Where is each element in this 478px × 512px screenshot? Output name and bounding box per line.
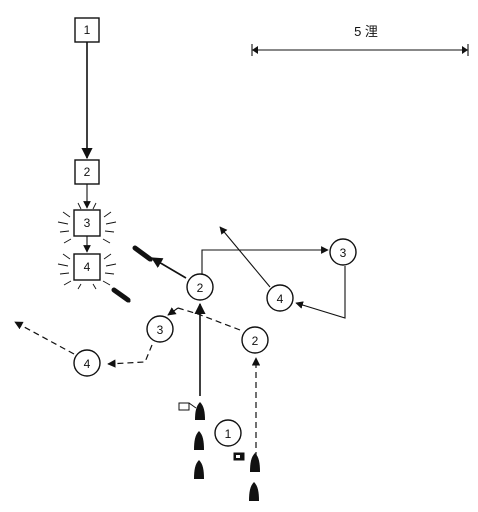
box-3: 3 xyxy=(73,209,101,237)
explosion-burst xyxy=(57,202,117,290)
dashed-position-3: 3 xyxy=(146,315,174,343)
box-2: 2 xyxy=(74,159,100,185)
svg-text:4: 4 xyxy=(84,260,91,274)
svg-text:3: 3 xyxy=(84,216,91,230)
svg-text:3: 3 xyxy=(340,246,347,260)
torpedo-icon xyxy=(132,245,153,262)
ship-icon xyxy=(194,460,204,479)
solid-position-3: 3 xyxy=(329,238,357,266)
box-track: 1 2 3 4 xyxy=(57,17,117,290)
dashed-position-1: 1 xyxy=(214,419,242,447)
svg-text:1: 1 xyxy=(84,23,91,37)
svg-text:4: 4 xyxy=(277,292,284,306)
flag-icon xyxy=(178,402,197,411)
svg-text:2: 2 xyxy=(252,334,259,348)
ship-icon xyxy=(195,402,205,420)
ship-icon xyxy=(194,431,204,450)
box-1: 1 xyxy=(74,17,100,43)
scale-bar: 5 浬 xyxy=(251,24,469,56)
dashed-track xyxy=(14,307,261,458)
dashed-position-4: 4 xyxy=(73,349,101,377)
solid-position-2: 2 xyxy=(186,273,214,301)
box-4: 4 xyxy=(73,253,101,281)
svg-text:2: 2 xyxy=(84,165,91,179)
ship-icon xyxy=(249,482,259,501)
solid-track xyxy=(151,226,346,396)
scale-label: 5 浬 xyxy=(354,24,378,39)
svg-text:4: 4 xyxy=(84,357,91,371)
flag-icon xyxy=(233,452,245,461)
solid-position-4: 4 xyxy=(266,284,294,312)
svg-text:1: 1 xyxy=(225,427,232,441)
torpedo-icon xyxy=(111,287,131,303)
svg-text:2: 2 xyxy=(197,281,204,295)
dashed-position-2: 2 xyxy=(241,326,269,354)
ship-icon xyxy=(250,453,260,472)
svg-text:3: 3 xyxy=(157,323,164,337)
